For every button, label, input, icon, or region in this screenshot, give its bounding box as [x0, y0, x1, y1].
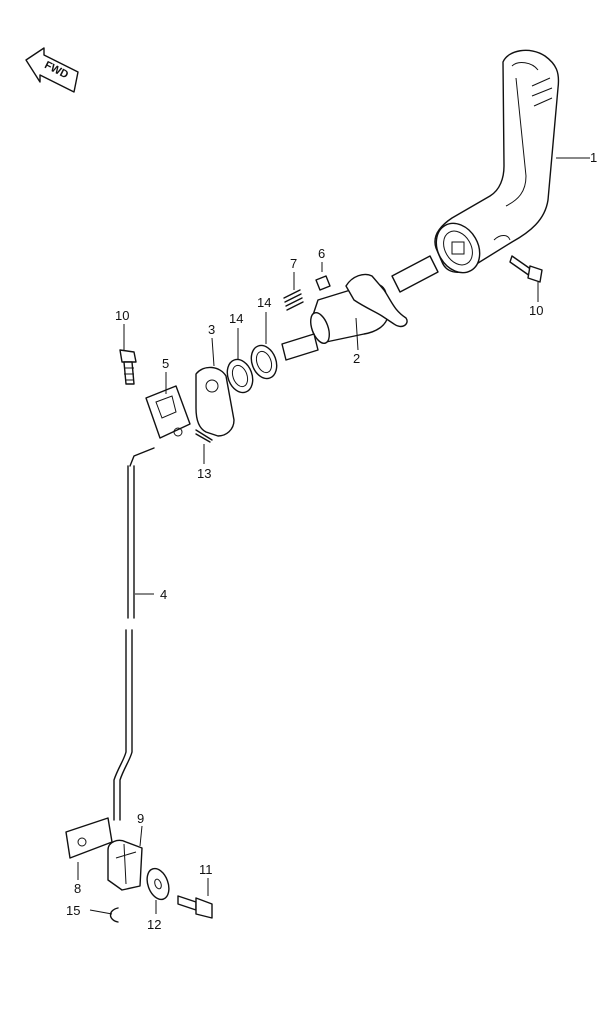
callout-10-left: 10: [115, 308, 129, 323]
spring-part-7: [283, 289, 304, 311]
callout-12: 12: [147, 917, 161, 932]
bolt-part-10-left: [119, 349, 137, 385]
callout-5: 5: [162, 356, 169, 371]
bolt-part-10-right: [509, 255, 543, 283]
callout-3: 3: [208, 322, 215, 337]
callout-7: 7: [290, 256, 297, 271]
callout-11: 11: [199, 862, 213, 877]
tiller-handle-part-1: [434, 49, 560, 274]
callout-6: 6: [318, 246, 325, 261]
e-clip-part-15: [109, 907, 119, 923]
callout-8: 8: [74, 881, 81, 896]
callout-2: 2: [353, 351, 360, 366]
clip-part-13: [195, 429, 213, 443]
fwd-arrow-badge: FWD: [25, 47, 79, 93]
clamp-part-9: [107, 839, 143, 891]
plate-part-8: [65, 817, 113, 859]
leader-lines: [77, 157, 590, 915]
rod-part-4: [113, 447, 155, 821]
bracket-plate-part-3: [195, 366, 235, 437]
callout-14-left: 14: [229, 311, 243, 326]
callout-1: 1: [590, 150, 597, 165]
callout-13: 13: [197, 466, 211, 481]
link-bracket-part-5: [145, 385, 191, 439]
callout-14-right: 14: [257, 295, 271, 310]
pin-part-6: [315, 275, 331, 291]
washer-part-12: [146, 867, 170, 901]
shaft-part-2: [281, 255, 439, 361]
callout-15: 15: [66, 903, 80, 918]
callout-9: 9: [137, 811, 144, 826]
callout-4: 4: [160, 587, 167, 602]
bolt-part-11: [177, 895, 213, 919]
callout-10-right: 10: [529, 303, 543, 318]
